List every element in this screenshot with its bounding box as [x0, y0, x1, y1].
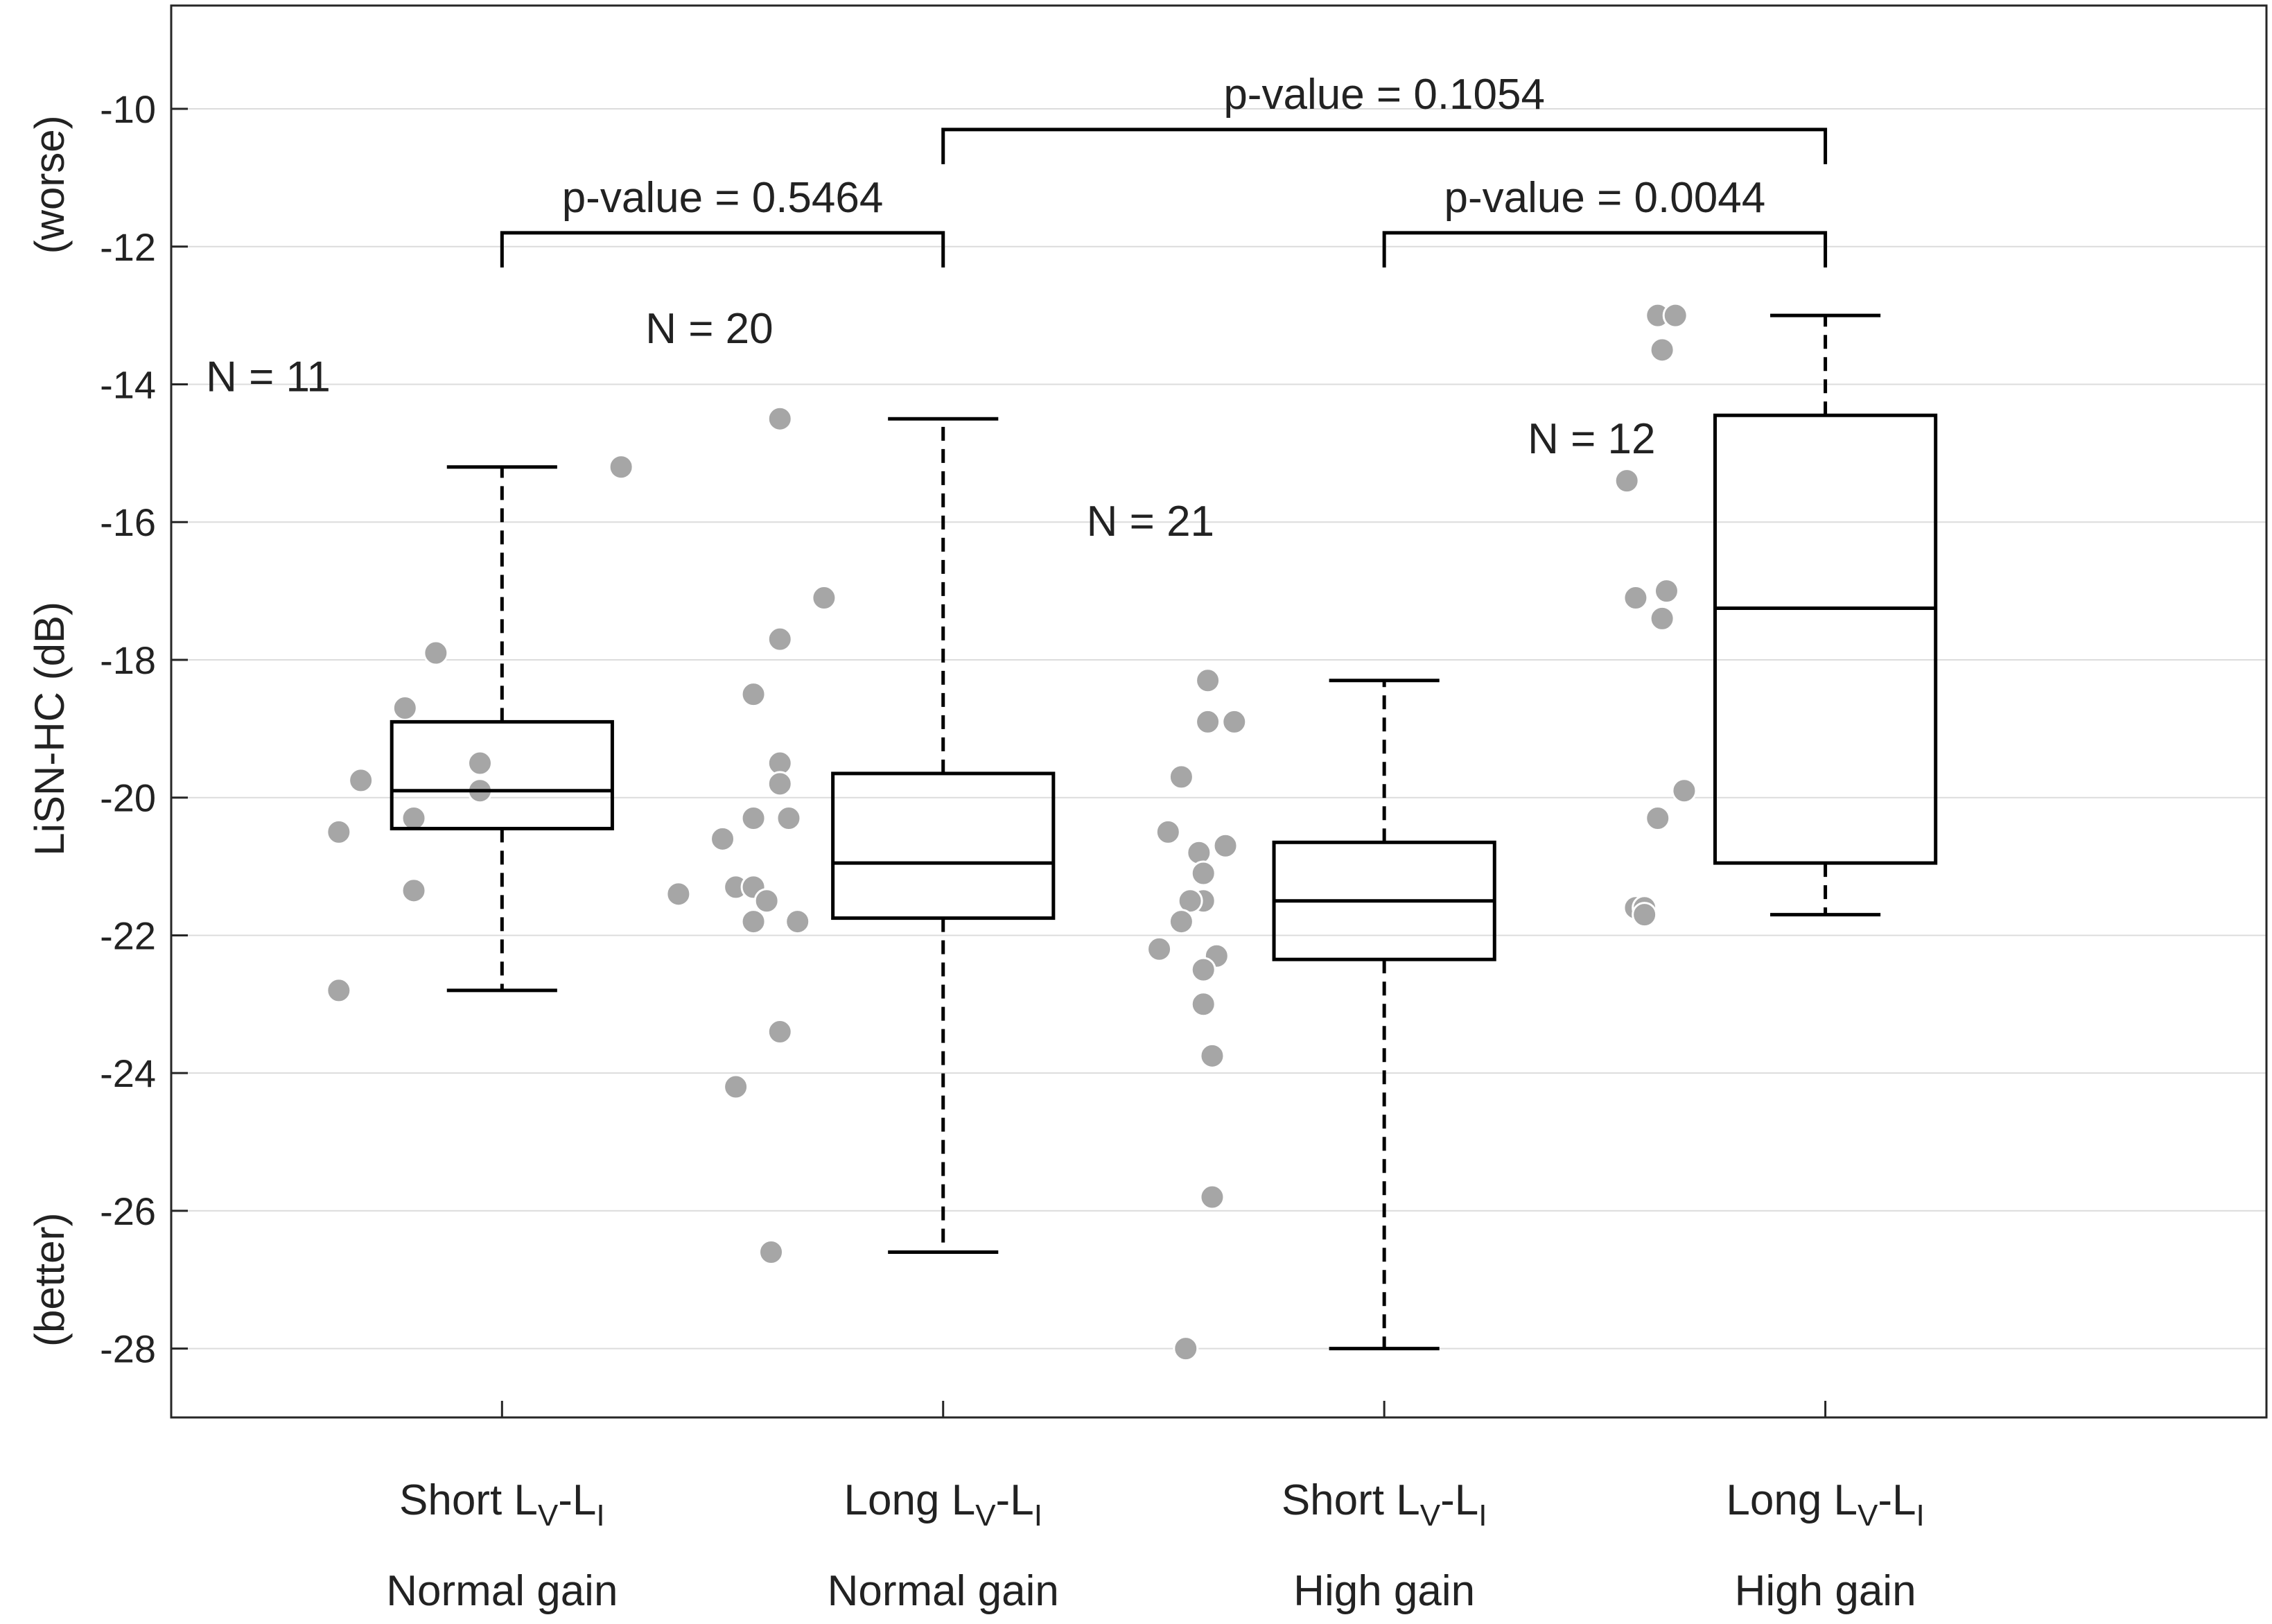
- data-point: [392, 695, 418, 722]
- data-point: [423, 640, 449, 666]
- data-point: [608, 454, 634, 480]
- data-point: [1221, 708, 1248, 735]
- category-label-line1: Long LV-LI: [1726, 1476, 1924, 1533]
- data-point: [1614, 468, 1640, 494]
- data-point: [1199, 1042, 1225, 1069]
- p-value-label: p-value = 0.0044: [1444, 174, 1766, 222]
- sample-size-label: N = 11: [206, 353, 331, 401]
- data-point: [1146, 936, 1173, 962]
- data-point: [348, 767, 374, 794]
- comparison-bracket: [941, 128, 1828, 164]
- data-point: [1632, 902, 1658, 928]
- sample-size-label: N = 21: [1087, 498, 1214, 545]
- data-point: [785, 909, 811, 935]
- y-axis-better-label: (better): [26, 1213, 73, 1347]
- data-point: [723, 1074, 749, 1100]
- category-label-line2: High gain: [1293, 1567, 1475, 1615]
- category-label-line2: Normal gain: [386, 1567, 618, 1615]
- data-point: [1195, 667, 1221, 694]
- y-tick-label: -24: [100, 1051, 156, 1095]
- data-point: [1671, 778, 1697, 804]
- data-point: [1168, 909, 1194, 935]
- y-tick-label: -18: [100, 638, 156, 682]
- box-iqr: [831, 771, 1056, 920]
- comparison-bracket: [1382, 231, 1828, 268]
- category-labels: Short LV-LI Normal gain Long LV-LI Normal g…: [386, 1476, 1925, 1615]
- data-point: [767, 1019, 793, 1045]
- y-tick-label: -16: [100, 500, 156, 544]
- category-label-line1: Short LV-LI: [1282, 1476, 1487, 1533]
- box-iqr: [1713, 413, 1938, 865]
- axis-ticks: -10 -12 -14 -16 -18 -20 -22 -24 -26 -28: [100, 87, 1827, 1417]
- y-tick-label: -22: [100, 914, 156, 957]
- data-point: [1168, 764, 1194, 790]
- data-point: [326, 977, 352, 1004]
- plot-frame: [170, 4, 2268, 1419]
- y-tick-label: -12: [100, 225, 156, 269]
- p-value-label: p-value = 0.5464: [562, 174, 884, 222]
- data-point: [767, 626, 793, 652]
- data-point: [1155, 819, 1181, 845]
- data-point: [1195, 708, 1221, 735]
- data-point: [1649, 605, 1675, 631]
- data-points: [326, 302, 1697, 1362]
- comparison-brackets: p-value = 0.5464 p-value = 0.0044 p-value …: [500, 71, 1828, 268]
- data-point: [1186, 839, 1212, 866]
- category-label-line2: Normal gain: [828, 1567, 1059, 1615]
- y-tick-label: -28: [100, 1327, 156, 1371]
- data-point: [1649, 337, 1675, 363]
- data-point: [740, 805, 767, 832]
- boxes: [390, 313, 1938, 1351]
- data-point: [758, 1239, 785, 1266]
- comparison-bracket: [500, 231, 945, 268]
- data-point: [1199, 1184, 1225, 1210]
- data-point: [401, 805, 427, 832]
- category-label-line1: Short LV-LI: [399, 1476, 605, 1533]
- data-point: [811, 585, 837, 611]
- y-axis-title: LiSN-HC (dB): [26, 602, 73, 856]
- y-axis-worse-label: (worse): [26, 115, 73, 254]
- sample-size-labels: N = 11 N = 20 N = 21 N = 12: [206, 305, 1655, 545]
- data-point: [710, 826, 736, 852]
- sample-size-label: N = 12: [1528, 415, 1655, 463]
- data-point: [740, 681, 767, 708]
- data-point: [776, 805, 802, 832]
- data-point: [326, 819, 352, 845]
- y-tick-label: -14: [100, 363, 156, 407]
- data-point: [401, 878, 427, 904]
- data-point: [466, 750, 493, 776]
- data-point: [1190, 957, 1216, 983]
- data-point: [767, 771, 793, 797]
- box-iqr: [390, 719, 614, 830]
- category-label-line2: High gain: [1735, 1567, 1916, 1615]
- data-point: [1190, 860, 1216, 887]
- y-tick-label: -20: [100, 776, 156, 820]
- p-value-label: p-value = 0.1054: [1223, 71, 1545, 119]
- data-point: [1212, 832, 1239, 859]
- data-point: [1645, 805, 1671, 832]
- y-tick-label: -10: [100, 87, 156, 131]
- data-point: [740, 909, 767, 935]
- grid-lines: [171, 108, 2266, 1350]
- y-tick-label: -26: [100, 1189, 156, 1233]
- category-label-line1: Long LV-LI: [844, 1476, 1042, 1533]
- sample-size-label: N = 20: [645, 305, 773, 353]
- data-point: [767, 405, 793, 432]
- data-point: [1653, 578, 1679, 604]
- data-point: [1623, 585, 1649, 611]
- data-point: [1173, 1336, 1199, 1362]
- data-point: [753, 888, 780, 914]
- data-point: [1190, 991, 1216, 1018]
- data-point: [665, 881, 692, 907]
- data-point: [1662, 302, 1688, 329]
